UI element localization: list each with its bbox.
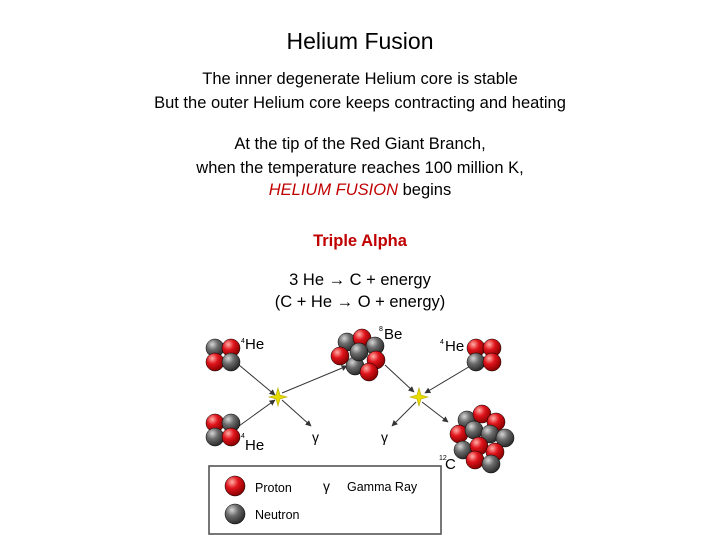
he-bottom-label: He [245, 437, 264, 454]
helium-fusion-highlight: HELIUM FUSION [269, 181, 398, 199]
legend-neutron-label: Neutron [255, 508, 300, 522]
text-line-temperature: when the temperature reaches 100 million… [0, 158, 720, 178]
helium-nucleus-top [206, 339, 240, 371]
text-line-core-stable: The inner degenerate Helium core is stab… [0, 69, 720, 89]
neutron-swatch [225, 504, 245, 524]
be-mass: 8 [379, 326, 383, 333]
gamma-right-label: γ [381, 429, 388, 445]
triple-alpha-diagram: 4 He 4 He 8 Be 4 He [195, 320, 535, 540]
gamma-left-label: γ [312, 429, 319, 445]
proton-swatch [225, 476, 245, 496]
text-line-rgb-tip: At the tip of the Red Giant Branch, [0, 134, 720, 154]
arrow-he-bottom-to-flash [239, 400, 275, 426]
he-right-mass: 4 [440, 339, 444, 346]
legend-gamma-label: Gamma Ray [347, 480, 418, 494]
page-title: Helium Fusion [0, 27, 720, 55]
arrow-flash-to-be [282, 366, 347, 393]
triple-alpha-heading: Triple Alpha [0, 231, 720, 251]
c-label: C [445, 456, 456, 473]
equation-oxygen: (C + He → O + energy) [0, 292, 720, 312]
text-line-core-contracting: But the outer Helium core keeps contract… [0, 93, 720, 113]
equation-carbon: 3 He → C + energy [0, 270, 720, 290]
begins-text: begins [398, 181, 451, 199]
helium-nucleus-bottom [206, 414, 240, 446]
arrow-he-top-to-flash [239, 365, 275, 395]
arrow-flash-gamma-2 [392, 402, 416, 426]
carbon-nucleus [450, 405, 514, 473]
legend-gamma-symbol: γ [323, 478, 330, 494]
legend-box [209, 466, 441, 534]
be-label: Be [384, 326, 402, 343]
arrow-he-right-to-flash [425, 365, 472, 393]
legend-proton-label: Proton [255, 481, 292, 495]
he-right-label: He [445, 338, 464, 355]
arrow-be-to-flash [385, 365, 414, 392]
helium-nucleus-right [467, 339, 501, 371]
he-top-label: He [245, 336, 264, 353]
legend: Proton γ Gamma Ray Neutron [209, 466, 441, 534]
flash-icon [269, 388, 287, 406]
beryllium-nucleus [331, 329, 385, 381]
text-line-fusion-begins: HELIUM FUSION begins [0, 180, 720, 200]
arrow-flash-to-c [422, 402, 448, 422]
arrow-flash-gamma [282, 400, 311, 426]
